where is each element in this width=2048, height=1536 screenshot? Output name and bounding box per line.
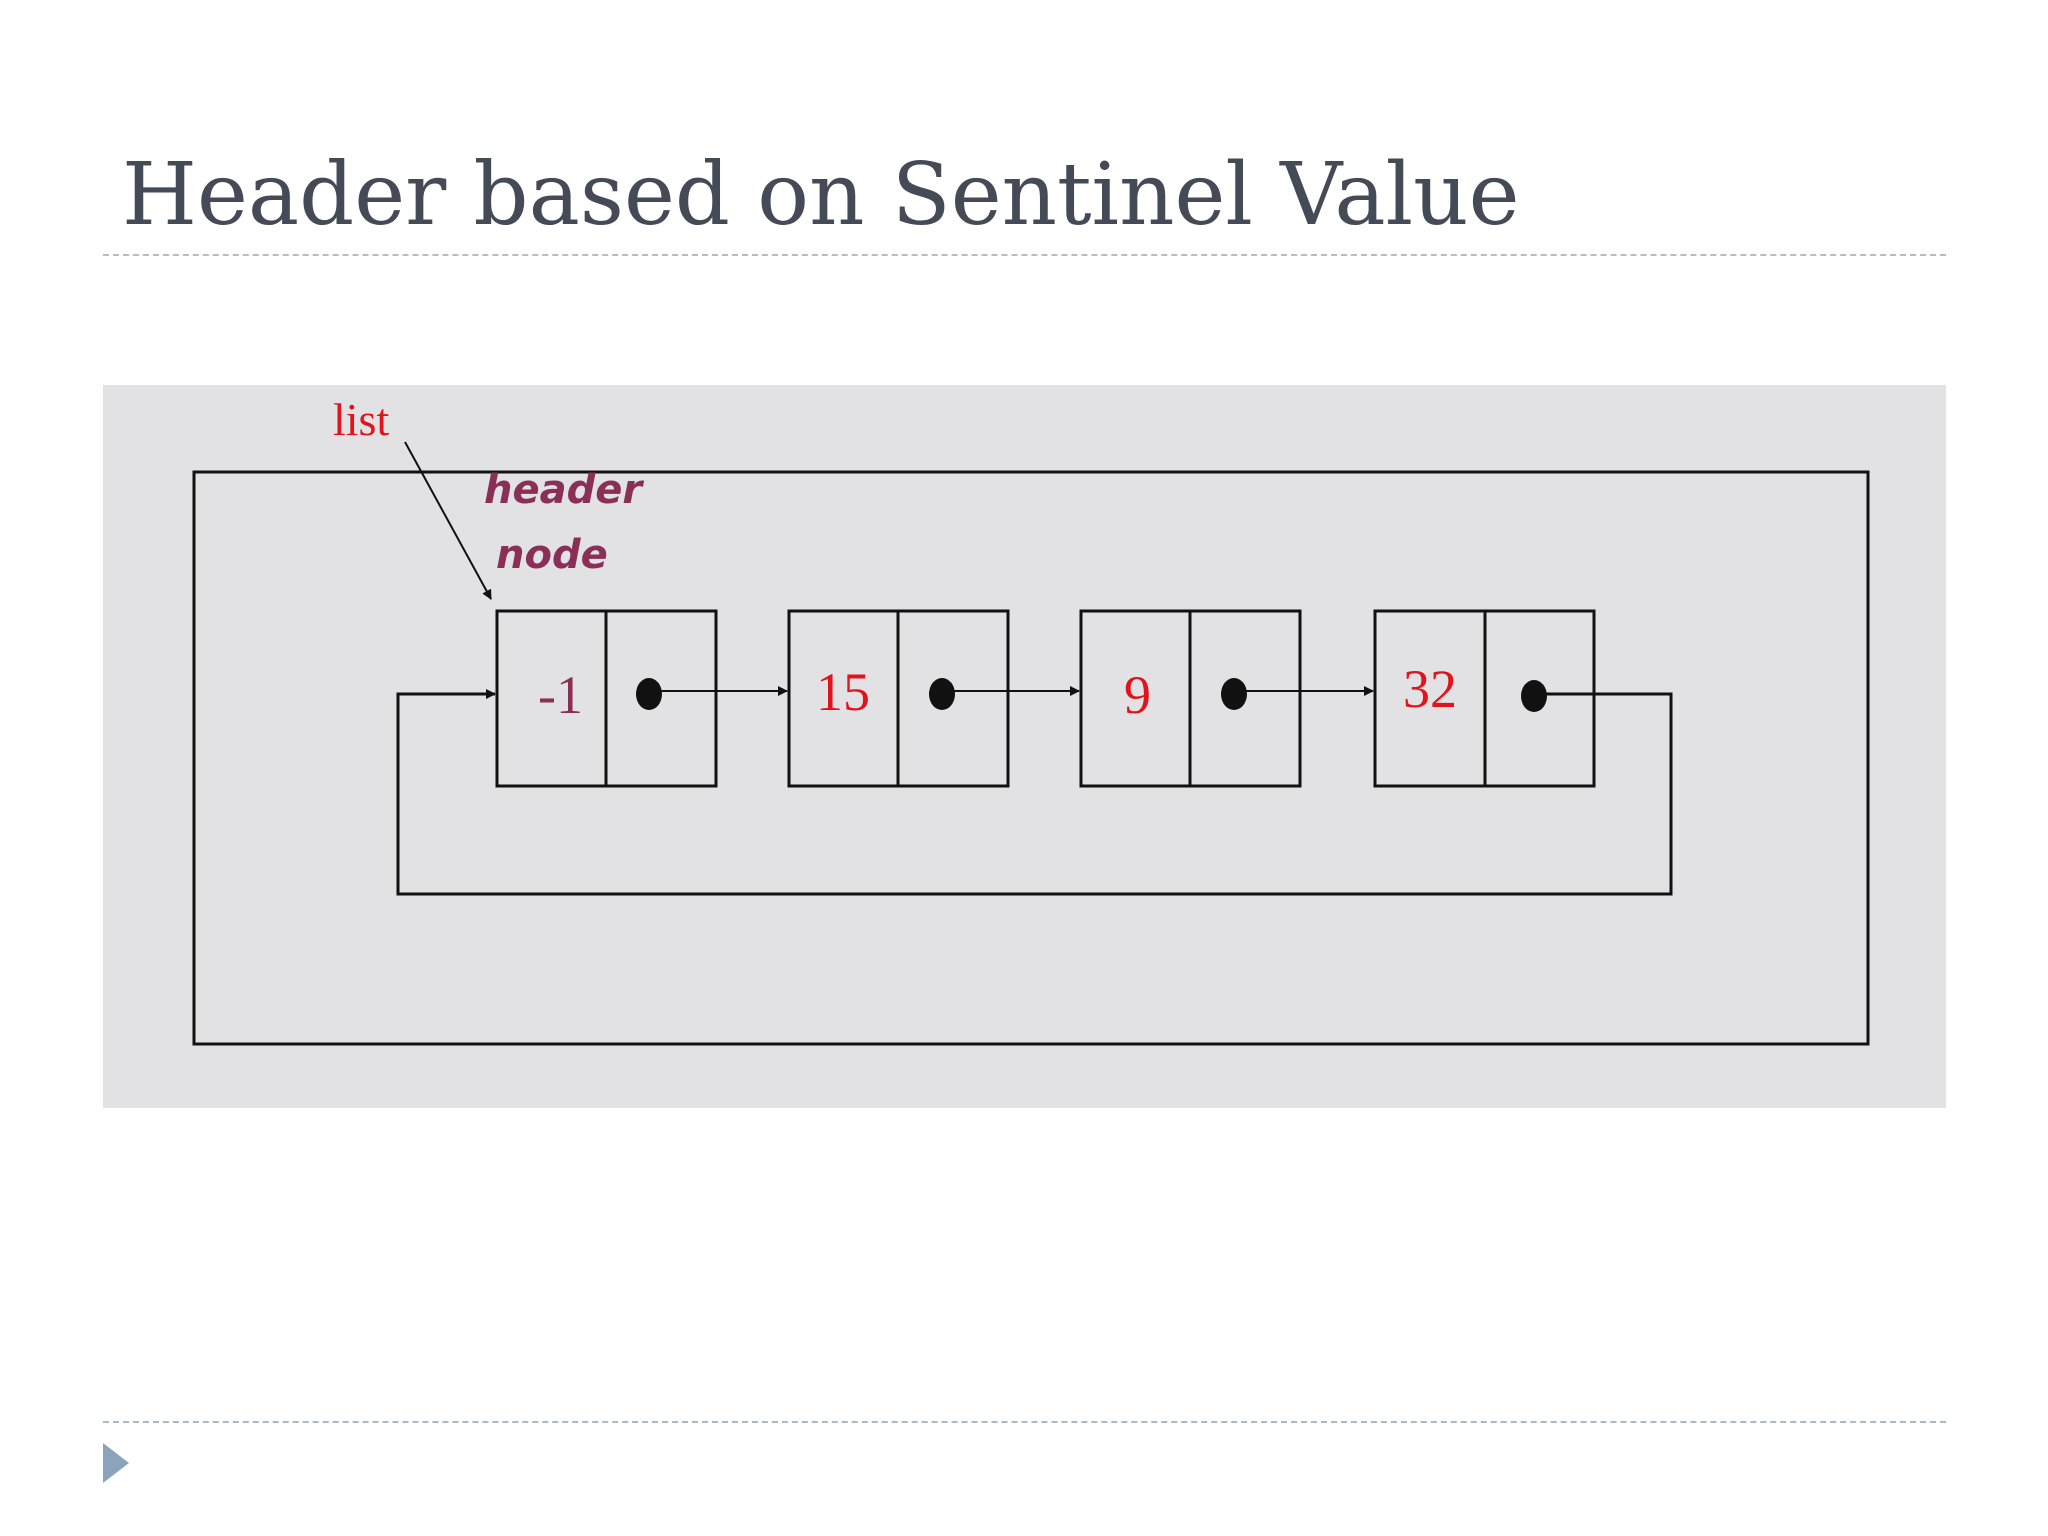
header-label-line1: header <box>484 467 644 513</box>
node-value: 15 <box>816 662 870 722</box>
node-pointer-dot <box>1521 680 1547 712</box>
outer-frame <box>192 470 1870 1046</box>
footer-divider <box>103 1421 1946 1423</box>
node-value: 32 <box>1403 659 1457 719</box>
list-node: -1 <box>495 609 718 788</box>
list-node: 32 <box>1373 609 1596 788</box>
list-label: list <box>333 394 389 445</box>
linked-list-diagram: list header node -1 15 9 32 <box>103 385 1946 1108</box>
node-value: 9 <box>1124 665 1151 725</box>
header-label-line2: node <box>496 532 608 578</box>
node-pointer-dot <box>636 678 662 710</box>
diagram-canvas: list header node -1 15 9 32 <box>192 394 1870 1046</box>
list-node: 9 <box>1079 609 1302 788</box>
play-triangle-icon[interactable] <box>103 1443 129 1483</box>
node-value: -1 <box>538 665 583 725</box>
title-divider <box>103 254 1946 256</box>
node-pointer-dot <box>929 678 955 710</box>
list-node: 15 <box>787 609 1010 788</box>
node-pointer-dot <box>1221 678 1247 710</box>
circular-return-arrow <box>396 689 1673 896</box>
slide-title: Header based on Sentinel Value <box>122 145 1520 245</box>
list-pointer-arrow <box>404 441 492 600</box>
